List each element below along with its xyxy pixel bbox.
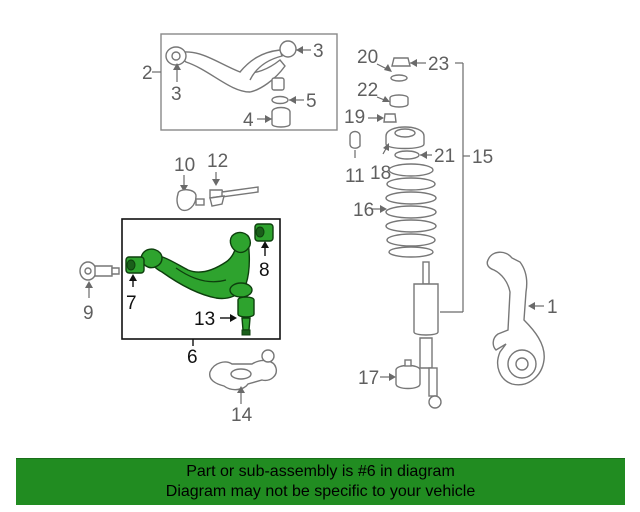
bracket-14-group[interactable]: 14	[209, 349, 277, 426]
bump-stop-4	[271, 106, 291, 128]
support-18-top	[394, 128, 416, 138]
arrow-10	[180, 185, 188, 192]
upper-ball-joint	[271, 77, 285, 91]
banner-line-1: Part or sub-assembly is #6 in diagram	[186, 463, 455, 480]
lower-arm-ball-socket	[229, 282, 253, 298]
shock-lower-rod	[428, 367, 438, 397]
bolt-9-tip	[111, 267, 120, 275]
arrow-23	[410, 59, 417, 67]
callout-12[interactable]: 12	[207, 151, 228, 172]
callout-1[interactable]: 1	[547, 297, 558, 318]
cushion-22	[389, 94, 409, 108]
nut-19	[383, 113, 397, 123]
arrow-20	[384, 64, 392, 72]
callout-8[interactable]: 8	[259, 260, 270, 281]
cam-bolt-shaft-12	[221, 186, 259, 198]
shock-lower-tube	[419, 337, 433, 369]
ball-joint-13-stud	[241, 317, 251, 331]
arrow-3a	[173, 63, 181, 70]
callout-2[interactable]: 2	[142, 63, 153, 84]
bracket-14-bolt	[261, 349, 275, 363]
bracket-14-center	[230, 368, 252, 380]
callout-17[interactable]: 17	[358, 368, 379, 389]
arrow-3b	[296, 46, 303, 54]
upper-arm-bushing-right	[279, 40, 297, 58]
strut-assembly-group[interactable]: 15 20 23 22 19 18 11 21	[344, 47, 493, 409]
cam-parts[interactable]: 10 12	[174, 151, 259, 212]
bolt-9-collar	[94, 265, 113, 277]
callout-10[interactable]: 10	[174, 155, 195, 176]
callout-15[interactable]: 15	[472, 147, 493, 168]
arrow-19	[377, 114, 384, 122]
coil-spring-16	[385, 163, 437, 258]
upper-arm	[174, 51, 286, 93]
callout-20[interactable]: 20	[357, 47, 378, 68]
callout-7[interactable]: 7	[126, 293, 137, 314]
arrow-22	[382, 96, 390, 102]
lower-control-arm-group[interactable]: 6 7 8 13	[121, 218, 281, 368]
exploded-parts-diagram: 2 3 3 5 4 10 12	[79, 33, 558, 426]
callout-16[interactable]: 16	[353, 200, 374, 221]
arrow-8	[261, 241, 269, 248]
arrow-4	[265, 115, 272, 123]
bushing-7-hole	[126, 259, 136, 271]
callout-22[interactable]: 22	[357, 80, 378, 101]
callout-3b[interactable]: 3	[313, 41, 324, 62]
washer-5	[271, 95, 289, 105]
arrow-18	[383, 143, 389, 151]
arrow-21	[420, 151, 427, 159]
arrow-17	[389, 373, 396, 381]
ball-joint-13	[237, 296, 255, 318]
bolt-9-group[interactable]: 9	[79, 261, 120, 324]
callout-11[interactable]: 11	[345, 166, 365, 187]
arrow-13	[230, 314, 237, 322]
lower-arm-body	[147, 239, 251, 300]
callout-19[interactable]: 19	[344, 107, 365, 128]
bolt-9-center	[84, 267, 92, 275]
shock-lower-eye	[428, 395, 442, 409]
callout-6[interactable]: 6	[187, 347, 198, 368]
mount-17	[395, 364, 421, 390]
lower-arm-rear-bushing-housing	[229, 231, 252, 254]
cam-washer-10	[176, 189, 197, 212]
lower-arm-rib	[175, 267, 227, 283]
ball-joint-13-nut	[241, 329, 251, 336]
arrow-7	[129, 274, 137, 281]
shock-body	[413, 283, 439, 336]
callout-5[interactable]: 5	[306, 91, 317, 112]
arrow-12	[212, 179, 220, 186]
cam-bolt-plate-12	[209, 195, 225, 207]
bushing-8-hole	[255, 226, 265, 238]
part-info-banner: Part or sub-assembly is #6 in diagram Di…	[16, 458, 625, 505]
knuckle-hub-center	[515, 357, 529, 371]
arrow-14	[237, 386, 245, 393]
washer-strut-top	[390, 74, 408, 82]
arrow-16	[380, 205, 387, 213]
mount-17-stud	[404, 359, 412, 367]
cam-washer-stub	[195, 198, 205, 206]
callout-9[interactable]: 9	[83, 303, 94, 324]
callout-23[interactable]: 23	[428, 54, 449, 75]
callout-3a[interactable]: 3	[171, 84, 182, 105]
nut-20	[391, 57, 411, 67]
upper-arm-bushing-left-hole	[171, 51, 181, 61]
arrow-9	[85, 281, 93, 288]
arrow-1	[528, 302, 535, 310]
shock-rod	[422, 261, 430, 285]
callout-18[interactable]: 18	[370, 163, 391, 184]
callout-13[interactable]: 13	[194, 309, 215, 330]
clip-11	[349, 130, 361, 149]
arrow-5	[289, 96, 296, 104]
callout-4[interactable]: 4	[243, 110, 254, 131]
callout-14[interactable]: 14	[231, 405, 253, 426]
upper-control-arm-group[interactable]: 2 3 3 5 4	[142, 33, 338, 131]
insulator-21	[394, 150, 420, 160]
steering-knuckle-group[interactable]: 1	[486, 251, 558, 386]
callout-21[interactable]: 21	[434, 146, 455, 167]
banner-line-2: Diagram may not be specific to your vehi…	[165, 483, 476, 500]
